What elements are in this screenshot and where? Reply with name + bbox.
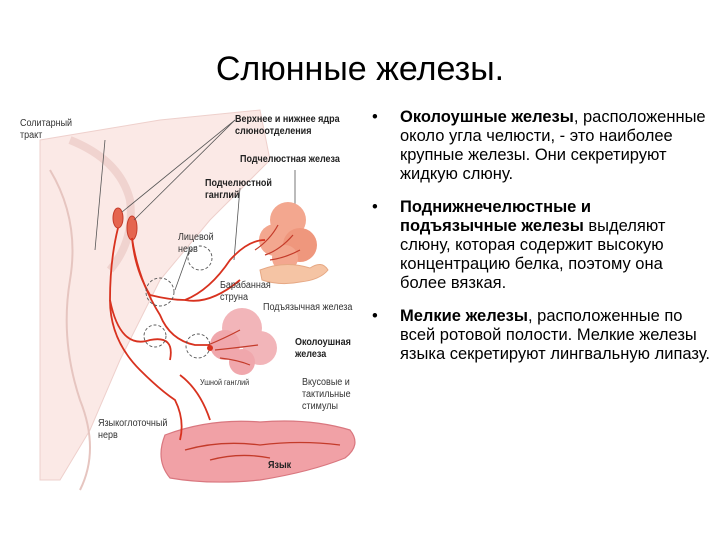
parotid-gland-shape [208, 308, 277, 375]
superior-salivatory-nucleus [113, 208, 123, 228]
bullet-heading: Мелкие железы [400, 307, 528, 325]
label-glossopharyngeal-nerve: Языкоглоточный нерв [98, 418, 161, 442]
bullet-heading: Поднижнечелюстные и подъязычные железы [400, 198, 591, 235]
bullet-marker: • [372, 198, 378, 217]
label-parotid-gland: Околоушная железа [295, 337, 367, 361]
label-tongue: Язык [268, 460, 304, 472]
bullet-heading: Околоушные железы [400, 108, 574, 126]
slide-title: Слюнные железы. [0, 50, 720, 89]
bullet-item-submandibular: • Поднижнечелюстные и подъязычные железы… [372, 198, 712, 293]
label-sublingual-gland: Подъязычная железа [263, 302, 362, 314]
label-chorda-tympani: Барабанная струна [220, 280, 274, 304]
label-taste-stimuli: Вкусовые и тактильные стимулы [302, 377, 365, 413]
label-submandibular-ganglion: Подчелюстной ганглий [205, 178, 286, 202]
label-otic-ganglion: Ушной ганглий [200, 377, 272, 389]
label-solitary-tract: Солитарный тракт [20, 118, 74, 142]
label-salivatory-nuclei: Верхнее и нижнее ядра слюноотделения [235, 114, 361, 138]
label-facial-nerve: Лицевой нерв [178, 232, 223, 256]
tongue-shape [161, 421, 355, 482]
salivary-gland-diagram: Солитарный тракт Верхнее и нижнее ядра с… [10, 100, 380, 500]
bullet-list: • Околоушные железы, расположенные около… [372, 108, 712, 378]
submandibular-gland-shape [255, 202, 317, 271]
bullet-marker: • [372, 108, 378, 127]
inferior-salivatory-nucleus [127, 216, 137, 240]
bullet-item-minor: • Мелкие железы, расположенные по всей р… [372, 307, 712, 364]
bullet-marker: • [372, 307, 378, 326]
bullet-item-parotid: • Околоушные железы, расположенные около… [372, 108, 712, 184]
otic-ganglion-dot [207, 345, 213, 351]
label-submandibular-gland: Подчелюстная железа [240, 154, 366, 166]
